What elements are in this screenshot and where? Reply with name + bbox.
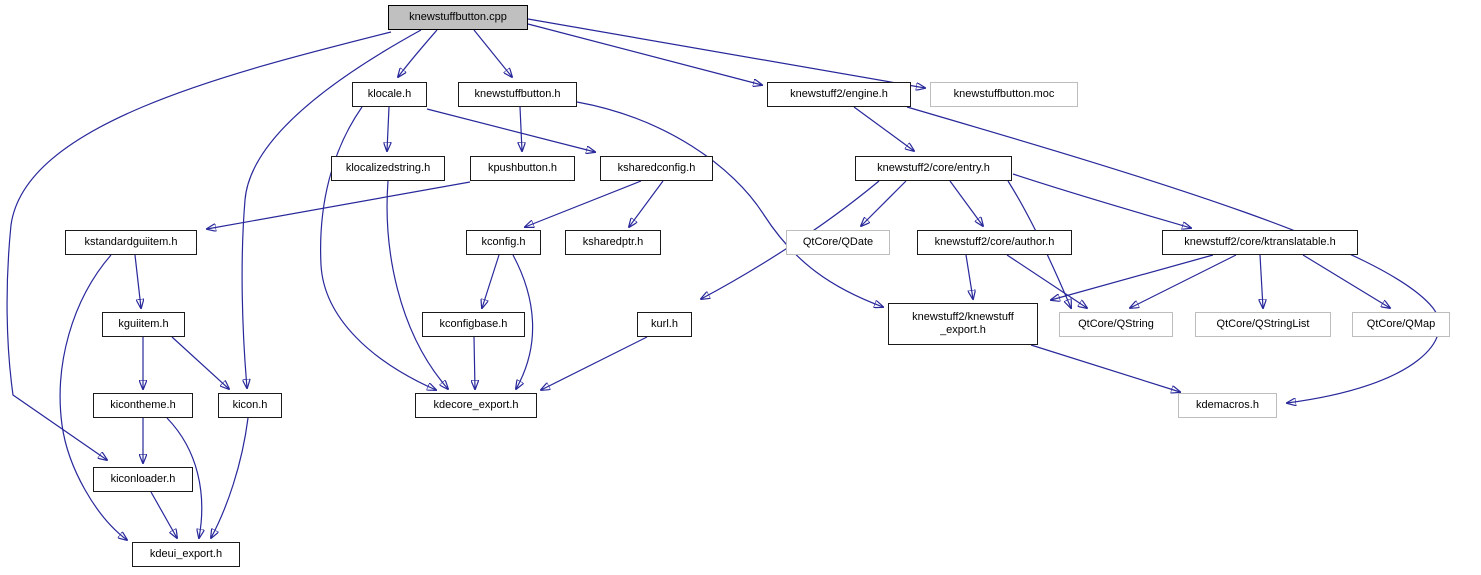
node-qtcore-qstring: QtCore/QString bbox=[1059, 312, 1173, 337]
edge-ksharedconfig-to-kconfig bbox=[525, 180, 642, 227]
node-qtcore-qdate: QtCore/QDate bbox=[786, 230, 890, 255]
node-klocalizedstring-h[interactable]: klocalizedstring.h bbox=[331, 156, 445, 181]
node-knewstuff2-core-ktranslatable-h[interactable]: knewstuff2/core/ktranslatable.h bbox=[1162, 230, 1358, 255]
node-knewstuffbutton-moc: knewstuffbutton.moc bbox=[930, 82, 1078, 107]
edge-kicontheme-to-kdeui-export bbox=[166, 417, 202, 538]
edge-knewstuffbutton-h-to-knewstuff-export bbox=[576, 101, 883, 307]
edge-entry-to-ktranslatable bbox=[1012, 173, 1191, 228]
edge-cpp-to-kicon bbox=[241, 29, 422, 388]
edge-kconfigbase-to-kdecore-export bbox=[474, 336, 475, 389]
edge-kconfig-to-kdecore-export bbox=[512, 254, 534, 389]
edge-kconfig-to-kconfigbase bbox=[482, 254, 500, 308]
node-kconfig-h[interactable]: kconfig.h bbox=[466, 230, 541, 255]
edge-ktranslatable-to-knewstuff-export bbox=[1051, 254, 1214, 300]
node-qtcore-qstringlist: QtCore/QStringList bbox=[1195, 312, 1331, 337]
edge-ktranslatable-to-qmap bbox=[1302, 254, 1390, 308]
node-ksharedconfig-h[interactable]: ksharedconfig.h bbox=[600, 156, 713, 181]
edge-entry-to-author bbox=[949, 180, 983, 226]
node-qtcore-qmap: QtCore/QMap bbox=[1352, 312, 1450, 337]
node-knewstuffbutton-h[interactable]: knewstuffbutton.h bbox=[458, 82, 577, 107]
edge-ksharedconfig-to-ksharedptr bbox=[629, 180, 664, 227]
node-kicon-h[interactable]: kicon.h bbox=[218, 393, 282, 418]
node-kguiitem-h[interactable]: kguiitem.h bbox=[102, 312, 185, 337]
edge-knewstuff-export-to-kdemacros bbox=[1030, 344, 1180, 392]
node-kpushbutton-h[interactable]: kpushbutton.h bbox=[470, 156, 575, 181]
edge-kicon-to-kdeui-export bbox=[211, 417, 249, 538]
edge-cpp-to-knewstuffbutton-h bbox=[473, 29, 512, 77]
edge-kurl-to-kdecore-export bbox=[541, 336, 648, 390]
edge-author-to-qstring bbox=[1006, 254, 1087, 308]
edge-author-to-knewstuff-export bbox=[965, 254, 973, 299]
node-knewstuff2-knewstuff-export-h[interactable]: knewstuff2/knewstuff _export.h bbox=[888, 303, 1038, 345]
node-kiconloader-h[interactable]: kiconloader.h bbox=[93, 467, 193, 492]
edge-kpushbutton-to-kstandardguiitem bbox=[207, 181, 471, 229]
edge-kstandardguiitem-to-kdeui-export bbox=[59, 254, 127, 540]
node-kdemacros-h: kdemacros.h bbox=[1178, 393, 1277, 418]
edge-ktranslatable-to-qstringlist bbox=[1260, 254, 1263, 308]
edge-cpp-to-klocale bbox=[398, 29, 438, 77]
node-kdecore-export-h[interactable]: kdecore_export.h bbox=[415, 393, 537, 418]
node-klocale-h[interactable]: klocale.h bbox=[352, 82, 427, 107]
node-knewstuff2-core-author-h[interactable]: knewstuff2/core/author.h bbox=[917, 230, 1072, 255]
edge-cpp-to-engine bbox=[527, 23, 762, 85]
edge-klocale-to-ksharedconfig bbox=[426, 108, 595, 152]
edge-entry-to-qdate bbox=[861, 180, 907, 226]
node-kdeui-export-h[interactable]: kdeui_export.h bbox=[132, 542, 240, 567]
edge-klocale-to-kdecore-export bbox=[320, 106, 436, 390]
edge-klocale-to-klocalizedstring bbox=[387, 106, 389, 151]
node-knewstuff2-engine-h[interactable]: knewstuff2/engine.h bbox=[767, 82, 911, 107]
edge-ktranslatable-to-qstring bbox=[1130, 254, 1237, 308]
edge-klocalizedstring-to-kdecore-export bbox=[386, 180, 448, 389]
edge-kguiitem-to-kicon bbox=[171, 336, 229, 389]
node-kstandardguiitem-h[interactable]: kstandardguiitem.h bbox=[65, 230, 197, 255]
node-ksharedptr-h[interactable]: ksharedptr.h bbox=[565, 230, 661, 255]
node-kurl-h[interactable]: kurl.h bbox=[637, 312, 692, 337]
edge-engine-to-kdemacros bbox=[906, 106, 1440, 403]
edge-kstandardguiitem-to-kguiitem bbox=[134, 254, 141, 308]
edge-knewstuffbutton-h-to-kpushbutton bbox=[520, 106, 522, 151]
edge-cpp-to-moc bbox=[527, 18, 925, 88]
node-kicontheme-h[interactable]: kicontheme.h bbox=[93, 393, 193, 418]
edge-kiconloader-to-kdeui-export bbox=[150, 491, 177, 538]
edge-cpp-to-kiconloader bbox=[6, 31, 392, 460]
node-kconfigbase-h[interactable]: kconfigbase.h bbox=[422, 312, 525, 337]
node-knewstuff2-core-entry-h[interactable]: knewstuff2/core/entry.h bbox=[855, 156, 1012, 181]
node-knewstuffbutton-cpp: knewstuffbutton.cpp bbox=[388, 5, 528, 30]
edge-engine-to-entry bbox=[853, 106, 914, 151]
